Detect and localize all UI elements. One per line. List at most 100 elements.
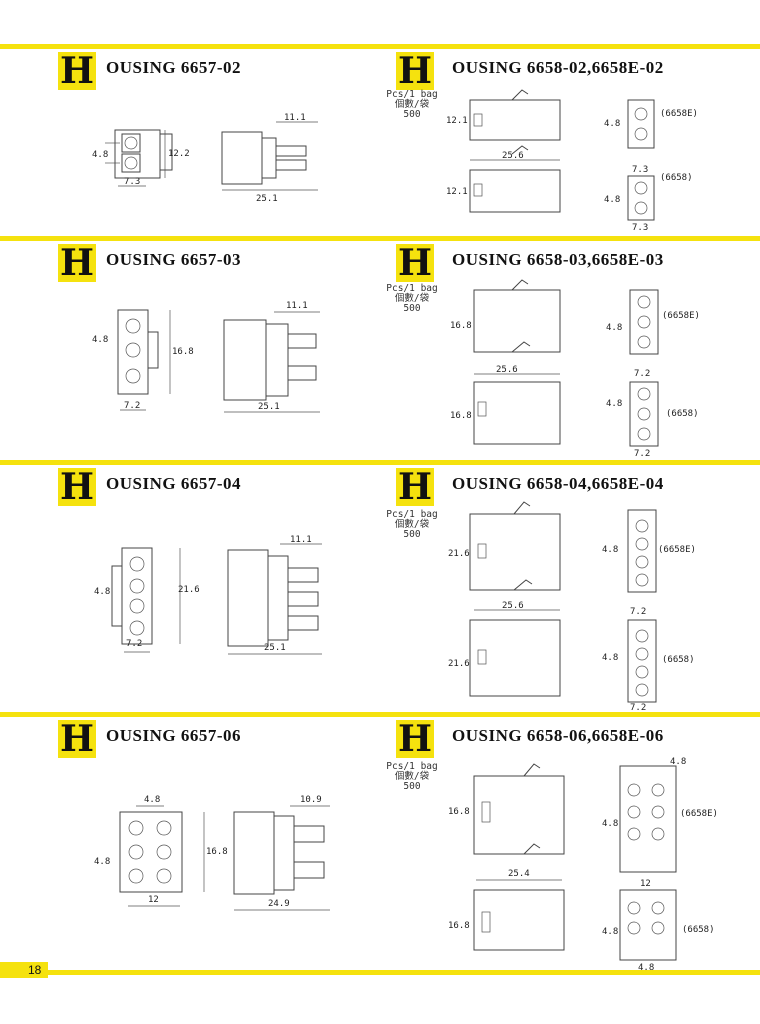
pcs-label-cn: 個數/袋 — [394, 771, 430, 782]
h-badge: H — [396, 242, 434, 284]
dim-length: 25.6 — [496, 365, 518, 375]
dim-top-pitch: 4.8 — [144, 795, 160, 805]
dim-width: 4.8 — [638, 963, 654, 973]
divider-rule — [0, 44, 760, 49]
dim-pitch: 4.8 — [94, 857, 110, 867]
product-title: OUSING 6658-02,6658E-02 — [452, 58, 664, 77]
variant-label-e: (6658E) — [658, 545, 696, 555]
variant-label: (6658) — [666, 409, 699, 419]
dim-pitch: 4.8 — [602, 653, 618, 663]
product-section: H OUSING 6657-06 4.8 4.8 16.8 12 10.9 24… — [0, 718, 760, 973]
h-badge: H — [396, 718, 434, 760]
pcs-label: Pcs/1 bag — [386, 89, 438, 100]
product-title: OUSING 6657-03 — [106, 250, 241, 269]
product-title: OUSING 6657-02 — [106, 58, 241, 77]
product-title: OUSING 6657-04 — [106, 474, 241, 493]
dim-pitch: 4.8 — [92, 335, 108, 345]
front-view-drawing: 4.8 16.8 7.2 — [92, 309, 194, 411]
dim-height-1: 16.8 — [450, 321, 472, 331]
dim-height-2: 16.8 — [450, 411, 472, 421]
dim-pitch: 4.8 — [604, 195, 620, 205]
dim-width: 7.3 — [124, 177, 140, 187]
variant-label-e: (6658E) — [680, 809, 718, 819]
variant-label: (6658) — [662, 655, 695, 665]
divider-rule — [0, 460, 760, 465]
dim-side-length: 25.1 — [258, 402, 280, 412]
divider-rule — [0, 970, 760, 975]
dim-side-top: 11.1 — [284, 113, 306, 123]
h-badge: H — [396, 466, 434, 508]
variant-label-e: (6658E) — [662, 311, 700, 321]
dim-length: 25.6 — [502, 151, 524, 161]
dim-width-e: 7.3 — [632, 165, 648, 175]
dim-pitch-e: 4.8 — [604, 119, 620, 129]
front-view-drawing: 4.8 4.8 (6658E) 12 4.8 (6658) 4.8 — [602, 757, 718, 973]
variant-label-e: (6658E) — [660, 109, 698, 119]
side-view-drawing: 21.6 25.6 21.6 — [448, 501, 561, 697]
dim-side-length: 25.1 — [256, 194, 278, 204]
pcs-label-cn: 個數/袋 — [394, 293, 430, 304]
product-title: OUSING 6658-03,6658E-03 — [452, 250, 664, 269]
dim-pitch: 4.8 — [602, 927, 618, 937]
front-view-drawing: 4.8 (6658E) 7.2 4.8 (6658) 7.2 — [602, 509, 696, 713]
pcs-count: 500 — [403, 303, 421, 314]
dim-side-top: 10.9 — [300, 795, 322, 805]
front-view-drawing: 4.8 (6658E) 7.2 4.8 (6658) 7.2 — [606, 289, 700, 459]
dim-length: 25.4 — [508, 869, 530, 879]
front-view-drawing: 4.8 4.8 16.8 12 — [94, 795, 228, 907]
dim-width-e: 12 — [640, 879, 651, 889]
dim-width: 7.2 — [634, 449, 650, 459]
pcs-per-bag: Pcs/1 bag 個數/袋 500 — [384, 284, 440, 314]
pcs-label: Pcs/1 bag — [386, 761, 438, 772]
h-badge: H — [58, 50, 96, 92]
variant-label: (6658) — [660, 173, 693, 183]
variant-label: (6658) — [682, 925, 715, 935]
pcs-per-bag: Pcs/1 bag 個數/袋 500 — [384, 90, 440, 120]
dim-pitch-e: 4.8 — [602, 819, 618, 829]
dim-side-length: 24.9 — [268, 899, 290, 909]
pcs-per-bag: Pcs/1 bag 個數/袋 500 — [384, 510, 440, 540]
side-view-drawing: 16.8 25.6 16.8 — [450, 279, 561, 445]
dim-width-e: 7.2 — [630, 607, 646, 617]
dim-pitch: 4.8 — [94, 587, 110, 597]
dim-pitch-e: 4.8 — [606, 323, 622, 333]
product-title: OUSING 6657-06 — [106, 726, 241, 745]
product-section: H OUSING 6657-04 4.8 21.6 7.2 11.1 25.1 … — [0, 466, 760, 713]
h-badge: H — [58, 466, 96, 508]
pcs-per-bag: Pcs/1 bag 個數/袋 500 — [384, 762, 440, 792]
dim-width: 7.3 — [632, 223, 648, 233]
dim-side-length: 25.1 — [264, 643, 286, 653]
page-number: 18 — [0, 962, 48, 978]
pcs-count: 500 — [403, 781, 421, 792]
dim-pitch: 4.8 — [92, 150, 108, 160]
pcs-label: Pcs/1 bag — [386, 283, 438, 294]
dim-side-top: 11.1 — [290, 535, 312, 545]
dim-height-1: 21.6 — [448, 549, 470, 559]
pcs-count: 500 — [403, 529, 421, 540]
pcs-label: Pcs/1 bag — [386, 509, 438, 520]
h-badge: H — [396, 50, 434, 92]
pcs-label-cn: 個數/袋 — [394, 519, 430, 530]
h-badge: H — [58, 242, 96, 284]
side-view-drawing: 16.8 25.4 16.8 — [448, 763, 565, 951]
dim-pitch-e: 4.8 — [602, 545, 618, 555]
dim-height-2: 16.8 — [448, 921, 470, 931]
dim-height-2: 12.1 — [446, 187, 468, 197]
product-section: H OUSING 6657-03 4.8 16.8 7.2 11.1 25.1 … — [0, 242, 760, 460]
side-view-drawing: 11.1 25.1 — [223, 301, 320, 413]
pcs-label-cn: 個數/袋 — [394, 99, 430, 110]
dim-width: 7.2 — [630, 703, 646, 713]
dim-width: 7.2 — [124, 401, 140, 411]
divider-rule — [0, 236, 760, 241]
side-view-drawing: 12.1 25.6 12.1 — [446, 89, 561, 213]
dim-top-e: 4.8 — [670, 757, 686, 767]
dim-height-1: 16.8 — [448, 807, 470, 817]
product-section: H OUSING 6657-02 4.8 12.2 7.3 11.1 25.1 … — [0, 50, 760, 236]
dim-height: 16.8 — [206, 847, 228, 857]
front-view-drawing: 4.8 21.6 7.2 — [94, 547, 200, 653]
pcs-count: 500 — [403, 109, 421, 120]
dim-height-1: 12.1 — [446, 116, 468, 126]
dim-side-top: 11.1 — [286, 301, 308, 311]
dim-pitch: 4.8 — [606, 399, 622, 409]
product-title: OUSING 6658-04,6658E-04 — [452, 474, 664, 493]
